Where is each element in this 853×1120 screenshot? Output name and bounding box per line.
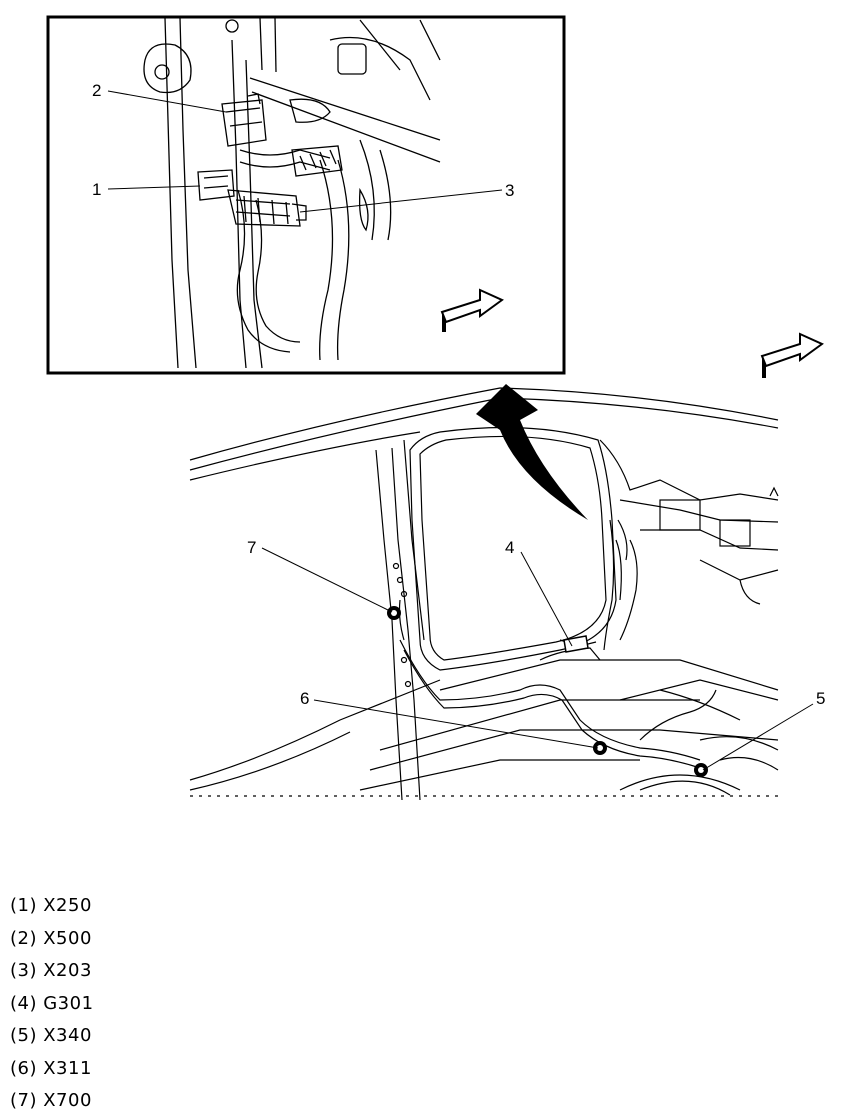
- ground-g301-marker: [563, 635, 589, 653]
- inset-frame: [46, 15, 566, 375]
- callout-2: 2: [92, 81, 101, 100]
- callout-3: 3: [505, 181, 514, 200]
- connector-location-diagram: 1 2 3 4 5 6 7: [46, 15, 825, 801]
- legend-item-x700: (7) X700: [10, 1090, 92, 1111]
- leader-lines: [107, 90, 814, 771]
- leader-line-1: [107, 185, 201, 190]
- callout-5: 5: [816, 689, 825, 708]
- connector-x311-marker: [593, 741, 607, 755]
- callout-4: 4: [505, 538, 514, 557]
- legend-item-x250: (1) X250: [10, 895, 92, 916]
- leader-line-6: [313, 699, 599, 749]
- leader-line-4: [520, 551, 573, 647]
- legend-item-x203: (3) X203: [10, 960, 92, 981]
- leader-line-3: [299, 189, 503, 213]
- legend-item-x311: (6) X311: [10, 1057, 92, 1079]
- connector-x340-marker: [694, 763, 708, 777]
- legend-item-x500: (2) X500: [10, 927, 92, 949]
- legend-item-g301: (4) G301: [10, 992, 94, 1014]
- leader-line-5: [702, 703, 814, 771]
- component-legend: (1) X250 (2) X500 (3) X203 (4) G301 (5) …: [10, 890, 94, 1118]
- callout-7: 7: [247, 538, 256, 557]
- forward-arrow-icon: [440, 288, 504, 332]
- callout-1: 1: [92, 180, 101, 199]
- curved-zoom-arrow-icon: [476, 384, 588, 520]
- legend-item-x340: (5) X340: [10, 1025, 92, 1046]
- inset-detail-view: [46, 15, 566, 375]
- connector-x700-marker: [387, 606, 401, 620]
- forward-arrow-icon: [760, 332, 824, 378]
- callout-6: 6: [300, 689, 309, 708]
- leader-line-2: [107, 90, 227, 113]
- leader-line-7: [261, 547, 393, 613]
- vehicle-body-view: [189, 387, 779, 801]
- inset-body-structure: [143, 17, 441, 369]
